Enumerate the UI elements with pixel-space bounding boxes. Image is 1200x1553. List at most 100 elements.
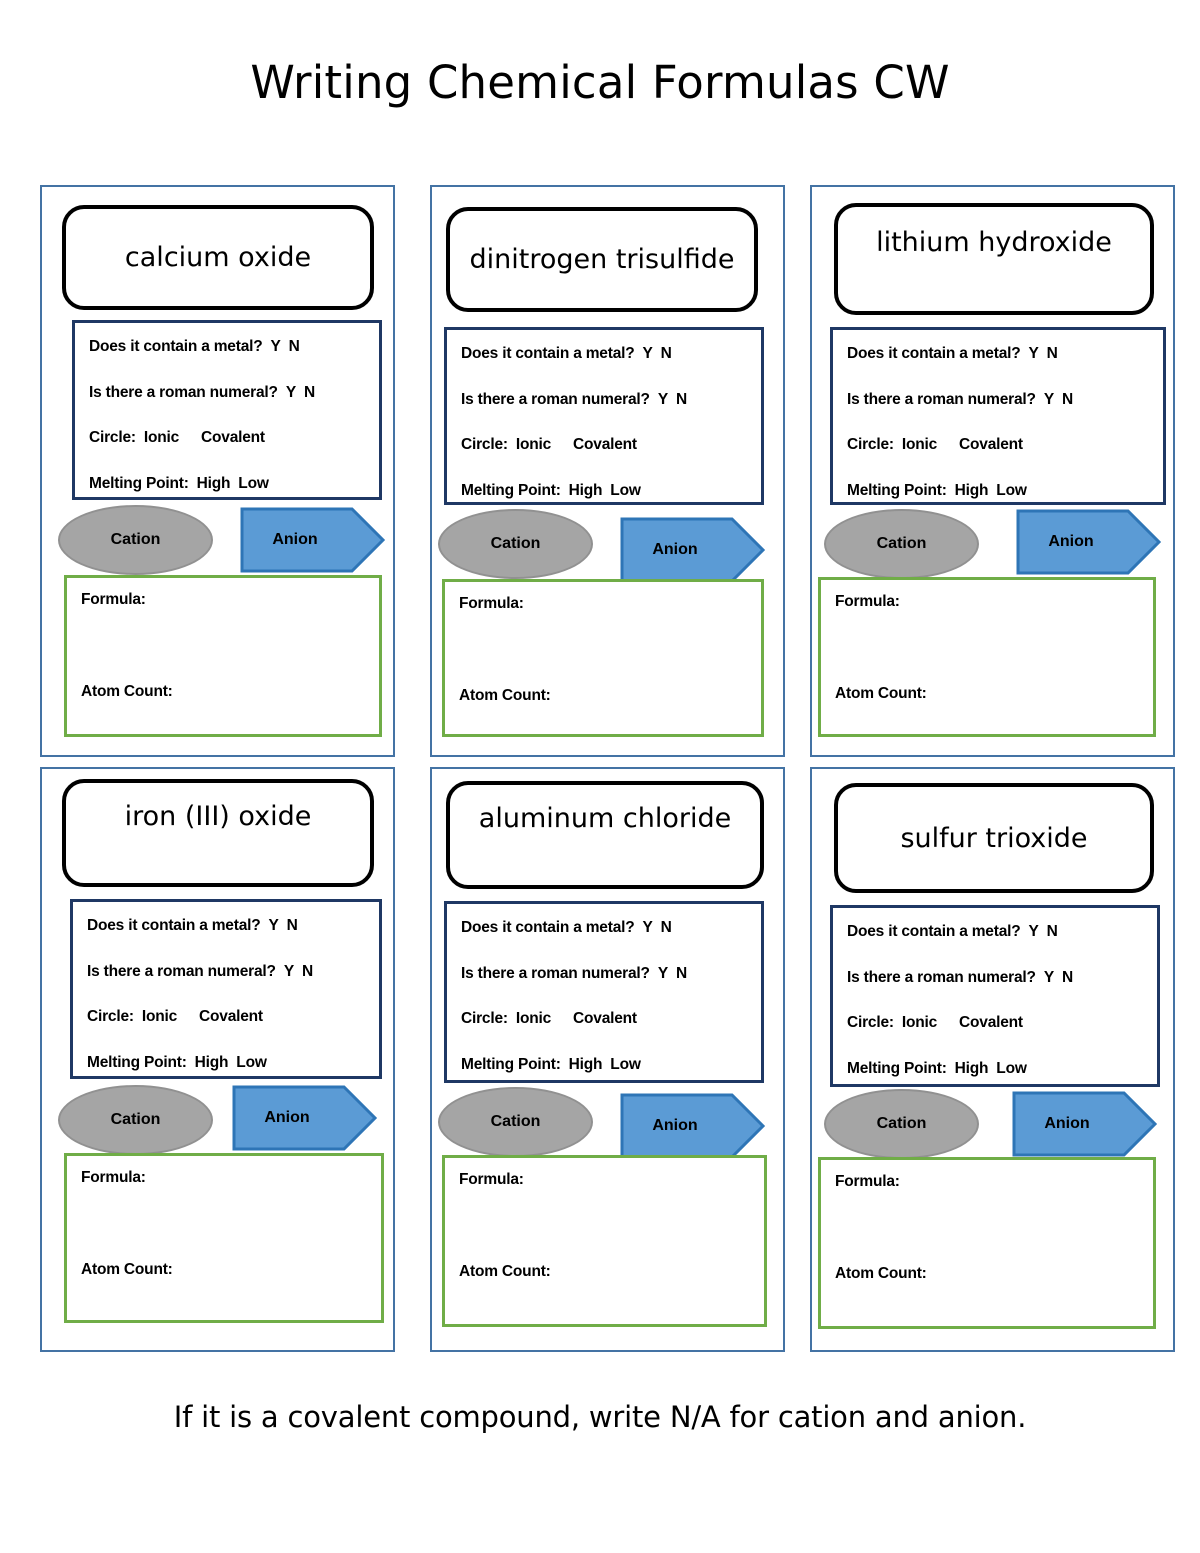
cation-ellipse[interactable]: Cation [438,1087,593,1157]
cation-ellipse[interactable]: Cation [58,505,213,575]
anion-arrow[interactable]: Anion [1016,509,1161,575]
option-roman-no[interactable]: N [1061,390,1073,408]
compound-name-box: iron (III) oxide [62,779,374,887]
option-melting-high[interactable]: High [196,474,231,492]
compound-name-label: sulfur trioxide [900,822,1088,854]
option-covalent[interactable]: Covalent [199,1008,263,1025]
option-melting-high[interactable]: High [568,1055,603,1073]
option-metal-no[interactable]: N [660,919,672,936]
option-roman-yes[interactable]: Y [657,390,668,408]
anion-arrow-shape [620,1093,765,1159]
option-roman-yes[interactable]: Y [285,383,296,401]
cation-label: Cation [110,531,161,548]
anion-label: Anion [264,1109,310,1126]
question-roman-label: Is there a roman numeral? [461,390,650,408]
option-covalent[interactable]: Covalent [573,1010,637,1027]
option-metal-yes[interactable]: Y [642,919,653,936]
compound-card-aluminum-chloride: aluminum chloride Does it contain a meta… [430,767,785,1352]
option-metal-yes[interactable]: Y [642,345,653,362]
option-metal-no[interactable]: N [660,345,672,362]
cation-ellipse[interactable]: Cation [58,1085,213,1155]
option-roman-yes[interactable]: Y [283,962,294,980]
formula-answer-box[interactable]: Formula: Atom Count: [818,577,1156,737]
formula-answer-box[interactable]: Formula: Atom Count: [818,1157,1156,1329]
compound-name-box: aluminum chloride [446,781,764,889]
option-melting-high[interactable]: High [568,481,603,499]
option-melting-low[interactable]: Low [238,474,269,492]
option-melting-high[interactable]: High [954,1059,989,1077]
option-ionic[interactable]: Ionic [901,436,938,453]
option-ionic[interactable]: Ionic [515,436,552,453]
anion-arrow-shape [240,507,385,573]
option-metal-yes[interactable]: Y [268,917,279,934]
option-covalent[interactable]: Covalent [959,1014,1023,1031]
formula-answer-box[interactable]: Formula: Atom Count: [64,1153,384,1323]
option-metal-no[interactable]: N [288,338,300,355]
cation-ellipse[interactable]: Cation [824,1089,979,1159]
option-metal-yes[interactable]: Y [1028,345,1039,362]
option-metal-no[interactable]: N [1046,923,1058,940]
anion-arrow[interactable]: Anion [1012,1091,1157,1157]
option-roman-no[interactable]: N [675,964,687,982]
question-metal-label: Does it contain a metal? [87,917,261,934]
cation-ellipse[interactable]: Cation [438,509,593,579]
cation-label: Cation [876,535,927,552]
option-melting-low[interactable]: Low [236,1053,267,1071]
option-roman-no[interactable]: N [675,390,687,408]
option-roman-yes[interactable]: Y [1043,390,1054,408]
question-roman-label: Is there a roman numeral? [847,390,1036,408]
option-metal-no[interactable]: N [1046,345,1058,362]
option-ionic[interactable]: Ionic [515,1010,552,1027]
option-melting-low[interactable]: Low [610,1055,641,1073]
option-roman-no[interactable]: N [303,383,315,401]
option-covalent[interactable]: Covalent [959,436,1023,453]
atom-count-label: Atom Count: [835,1264,927,1282]
option-roman-no[interactable]: N [301,962,313,980]
option-melting-low[interactable]: Low [610,481,641,499]
option-melting-high[interactable]: High [194,1053,229,1071]
option-ionic[interactable]: Ionic [141,1008,178,1025]
option-covalent[interactable]: Covalent [201,429,265,446]
formula-answer-box[interactable]: Formula: Atom Count: [442,1155,767,1327]
formula-answer-box[interactable]: Formula: Atom Count: [442,579,764,737]
atom-count-label: Atom Count: [81,1260,173,1278]
option-roman-yes[interactable]: Y [657,964,668,982]
compound-name-box: sulfur trioxide [834,783,1154,893]
option-melting-low[interactable]: Low [996,481,1027,499]
anion-arrow[interactable]: Anion [620,517,765,583]
option-covalent[interactable]: Covalent [573,436,637,453]
compound-name-label: lithium hydroxide [876,227,1112,258]
option-metal-no[interactable]: N [286,917,298,934]
option-roman-no[interactable]: N [1061,968,1073,986]
option-ionic[interactable]: Ionic [901,1014,938,1031]
atom-count-label: Atom Count: [459,1262,551,1280]
option-ionic[interactable]: Ionic [143,429,180,446]
question-roman-label: Is there a roman numeral? [89,383,278,401]
option-melting-low[interactable]: Low [996,1059,1027,1077]
question-metal-label: Does it contain a metal? [89,338,263,355]
anion-label: Anion [1048,533,1094,550]
option-metal-yes[interactable]: Y [270,338,281,355]
option-melting-high[interactable]: High [954,481,989,499]
anion-arrow[interactable]: Anion [232,1085,377,1151]
formula-answer-box[interactable]: Formula: Atom Count: [64,575,382,737]
anion-arrow[interactable]: Anion [620,1093,765,1159]
anion-arrow[interactable]: Anion [240,507,385,573]
option-metal-yes[interactable]: Y [1028,923,1039,940]
option-roman-yes[interactable]: Y [1043,968,1054,986]
page-title: Writing Chemical Formulas CW [250,56,950,109]
cation-ellipse[interactable]: Cation [824,509,979,579]
formula-label: Formula: [835,593,900,610]
